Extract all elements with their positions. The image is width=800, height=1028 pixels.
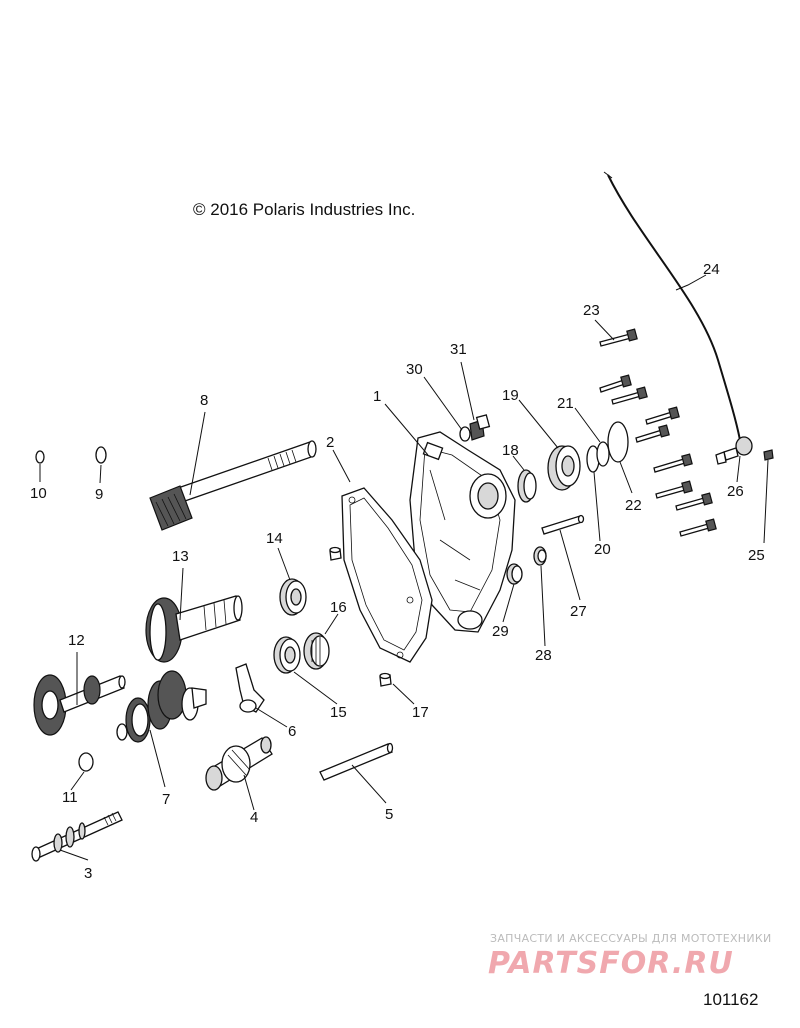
callout-30: 30 bbox=[406, 361, 423, 378]
callout-6: 6 bbox=[288, 723, 296, 740]
callout-24: 24 bbox=[703, 261, 720, 278]
callout-25: 25 bbox=[748, 547, 765, 564]
part-10-o-ring[interactable] bbox=[35, 450, 45, 464]
callout-17: 17 bbox=[412, 704, 429, 721]
watermark-logo: PARTSFOR.RU bbox=[488, 946, 734, 981]
watermark-caption: ЗАПЧАСТИ И АКСЕССУАРЫ ДЛЯ МОТОТЕХНИКИ bbox=[490, 932, 772, 945]
callouts: 1 2 3 4 5 6 7 8 9 10 11 12 13 14 15 16 1… bbox=[30, 261, 765, 882]
figure-number: 101162 bbox=[703, 990, 759, 1009]
callout-9: 9 bbox=[95, 486, 103, 503]
part-13-gear[interactable] bbox=[145, 595, 243, 663]
callout-1: 1 bbox=[373, 388, 381, 405]
callout-5: 5 bbox=[385, 806, 393, 823]
part-25-screw[interactable] bbox=[763, 449, 774, 461]
part-31-drain-plug[interactable] bbox=[469, 414, 491, 441]
part-19-bearing[interactable] bbox=[547, 445, 581, 491]
callout-4: 4 bbox=[250, 809, 258, 826]
callout-12: 12 bbox=[68, 632, 85, 649]
part-11-washer[interactable] bbox=[78, 752, 94, 772]
part-23-bolts[interactable] bbox=[599, 328, 717, 537]
leader-lines bbox=[39, 274, 769, 861]
part-15-bearing[interactable] bbox=[273, 636, 301, 674]
callout-19: 19 bbox=[502, 387, 519, 404]
part-16-needle-bearing[interactable] bbox=[303, 632, 330, 670]
part-3-shaft[interactable] bbox=[31, 811, 123, 862]
part-9-snap-ring[interactable] bbox=[95, 446, 107, 464]
callout-22: 22 bbox=[625, 497, 642, 514]
part-7-gear-cluster[interactable] bbox=[116, 670, 207, 743]
part-5-shift-rod[interactable] bbox=[319, 742, 394, 781]
part-8-output-shaft[interactable] bbox=[149, 440, 317, 531]
part-27-pin[interactable] bbox=[541, 514, 585, 535]
part-28-seal[interactable] bbox=[533, 546, 547, 566]
callout-2: 2 bbox=[326, 434, 334, 451]
callout-21: 21 bbox=[557, 395, 574, 412]
part-29-bushing[interactable] bbox=[506, 563, 523, 585]
callout-29: 29 bbox=[492, 623, 509, 640]
part-2-gasket[interactable] bbox=[341, 487, 433, 663]
callout-7: 7 bbox=[162, 791, 170, 808]
callout-28: 28 bbox=[535, 647, 552, 664]
callout-18: 18 bbox=[502, 442, 519, 459]
callout-27: 27 bbox=[570, 603, 587, 620]
callout-8: 8 bbox=[200, 392, 208, 409]
part-18-seal[interactable] bbox=[517, 469, 537, 503]
part-26-sensor[interactable] bbox=[715, 436, 753, 465]
callout-13: 13 bbox=[172, 548, 189, 565]
part-14-bearing[interactable] bbox=[279, 578, 307, 616]
callout-20: 20 bbox=[594, 541, 611, 558]
part-6-shift-fork[interactable] bbox=[235, 663, 265, 713]
copyright-notice: © 2016 Polaris Industries Inc. bbox=[193, 200, 416, 219]
part-21-o-ring[interactable] bbox=[596, 441, 610, 467]
part-4-shift-drum[interactable] bbox=[205, 736, 273, 791]
part-24-dipstick[interactable] bbox=[603, 171, 741, 441]
callout-26: 26 bbox=[727, 483, 744, 500]
callout-16: 16 bbox=[330, 599, 347, 616]
part-17-dowel-pin[interactable] bbox=[329, 546, 392, 687]
callout-11: 11 bbox=[62, 789, 78, 806]
part-1-transmission-case[interactable] bbox=[409, 431, 516, 633]
callout-3: 3 bbox=[84, 865, 92, 882]
part-22-snap-ring[interactable] bbox=[607, 421, 629, 463]
callout-14: 14 bbox=[266, 530, 283, 547]
callout-31: 31 bbox=[450, 341, 467, 358]
callout-10: 10 bbox=[30, 485, 47, 502]
part-30-washer[interactable] bbox=[459, 426, 471, 442]
part-12-gear-shaft[interactable] bbox=[33, 674, 126, 736]
callout-15: 15 bbox=[330, 704, 347, 721]
callout-23: 23 bbox=[583, 302, 600, 319]
